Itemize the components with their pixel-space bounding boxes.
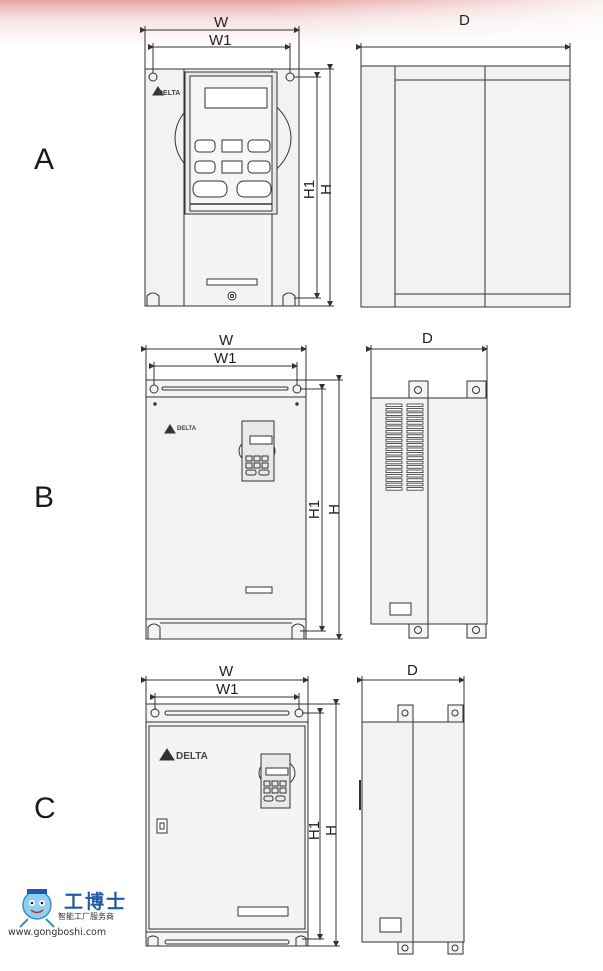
decorative-top-band [0,0,603,44]
vent-slot [385,443,403,447]
panel-c-w1-label: W1 [216,681,239,698]
vent-slot [406,412,424,416]
vent-slot [406,478,424,482]
vent-slot [385,456,403,460]
panel-b-w1-label: W1 [214,350,237,367]
panel-a-dimensions [140,26,571,307]
vent-slot [385,447,403,451]
panel-c-d-label: D [407,662,418,679]
vent-slot [385,412,403,416]
vent-slot [406,469,424,473]
watermark-name: 工博士 [64,891,128,913]
panel-a-front-view [144,68,300,307]
vent-slot [385,403,403,407]
vent-slot [406,443,424,447]
vent-slot [406,451,424,456]
vent-slot [406,482,424,487]
vent-slot [385,429,403,434]
vent-slot [406,407,424,412]
vent-slot [406,438,424,443]
vent-slot [385,465,403,469]
panel-c-dimensions [141,676,465,947]
vent-slot [385,434,403,438]
panel-c-front-view [145,703,309,947]
vent-slot [406,465,424,469]
watermark-logo: 工博士 智能工厂服务商 www.gongboshi.com [8,887,138,967]
vent-slot [406,425,424,429]
vent-slot [385,416,403,421]
vent-slot [385,425,403,429]
panel-c-brand-text: DELTA [176,751,208,762]
watermark-url: www.gongboshi.com [8,927,107,938]
vent-slot [385,451,403,456]
vent-slot [385,438,403,443]
panel-b-h1-label: H1 [306,499,324,520]
vent-slot [406,403,424,407]
panel-c-side-view [359,704,465,955]
panel-b-d-label: D [422,330,433,347]
panel-a-letter: A [34,143,55,176]
panel-b-front-view [145,379,307,640]
vent-slot [406,447,424,451]
vent-slot [406,456,424,460]
mascot-icon [19,889,55,928]
vent-slot [385,473,403,478]
vent-slot [406,487,424,491]
panel-b-letter: B [34,481,55,514]
vent-slot [385,487,403,491]
vent-slot [406,429,424,434]
vent-slot [385,482,403,487]
panel-b-dimensions [141,345,488,640]
panel-a-h-label: H [317,184,335,195]
watermark-tagline: 智能工厂服务商 [58,912,114,921]
panel-c-h-label: H [322,825,340,836]
panel-a-brand-text: DELTA [158,90,181,97]
panel-c-h1-label: H1 [306,820,324,841]
panel-a-side-view [360,65,571,308]
vent-slot [406,434,424,438]
vent-slot [406,421,424,425]
vent-slot [406,473,424,478]
panel-a-w-label: W [214,14,229,31]
vent-slot [406,416,424,421]
panel-b-w-label: W [219,332,234,349]
panel-a-w1-label: W1 [209,32,232,49]
panel-b-h-label: H [325,504,343,515]
vent-slot [385,460,403,465]
panel-c-letter: C [34,792,56,825]
vent-slot [385,469,403,473]
panel-c-w-label: W [219,663,234,680]
panel-b-brand-text: DELTA [177,426,197,432]
vent-slot [385,421,403,425]
panel-a-d-label: D [459,12,470,29]
vent-slot [385,478,403,482]
vent-slot [406,460,424,465]
vent-slot [385,407,403,412]
panel-a-h1-label: H1 [301,179,319,200]
